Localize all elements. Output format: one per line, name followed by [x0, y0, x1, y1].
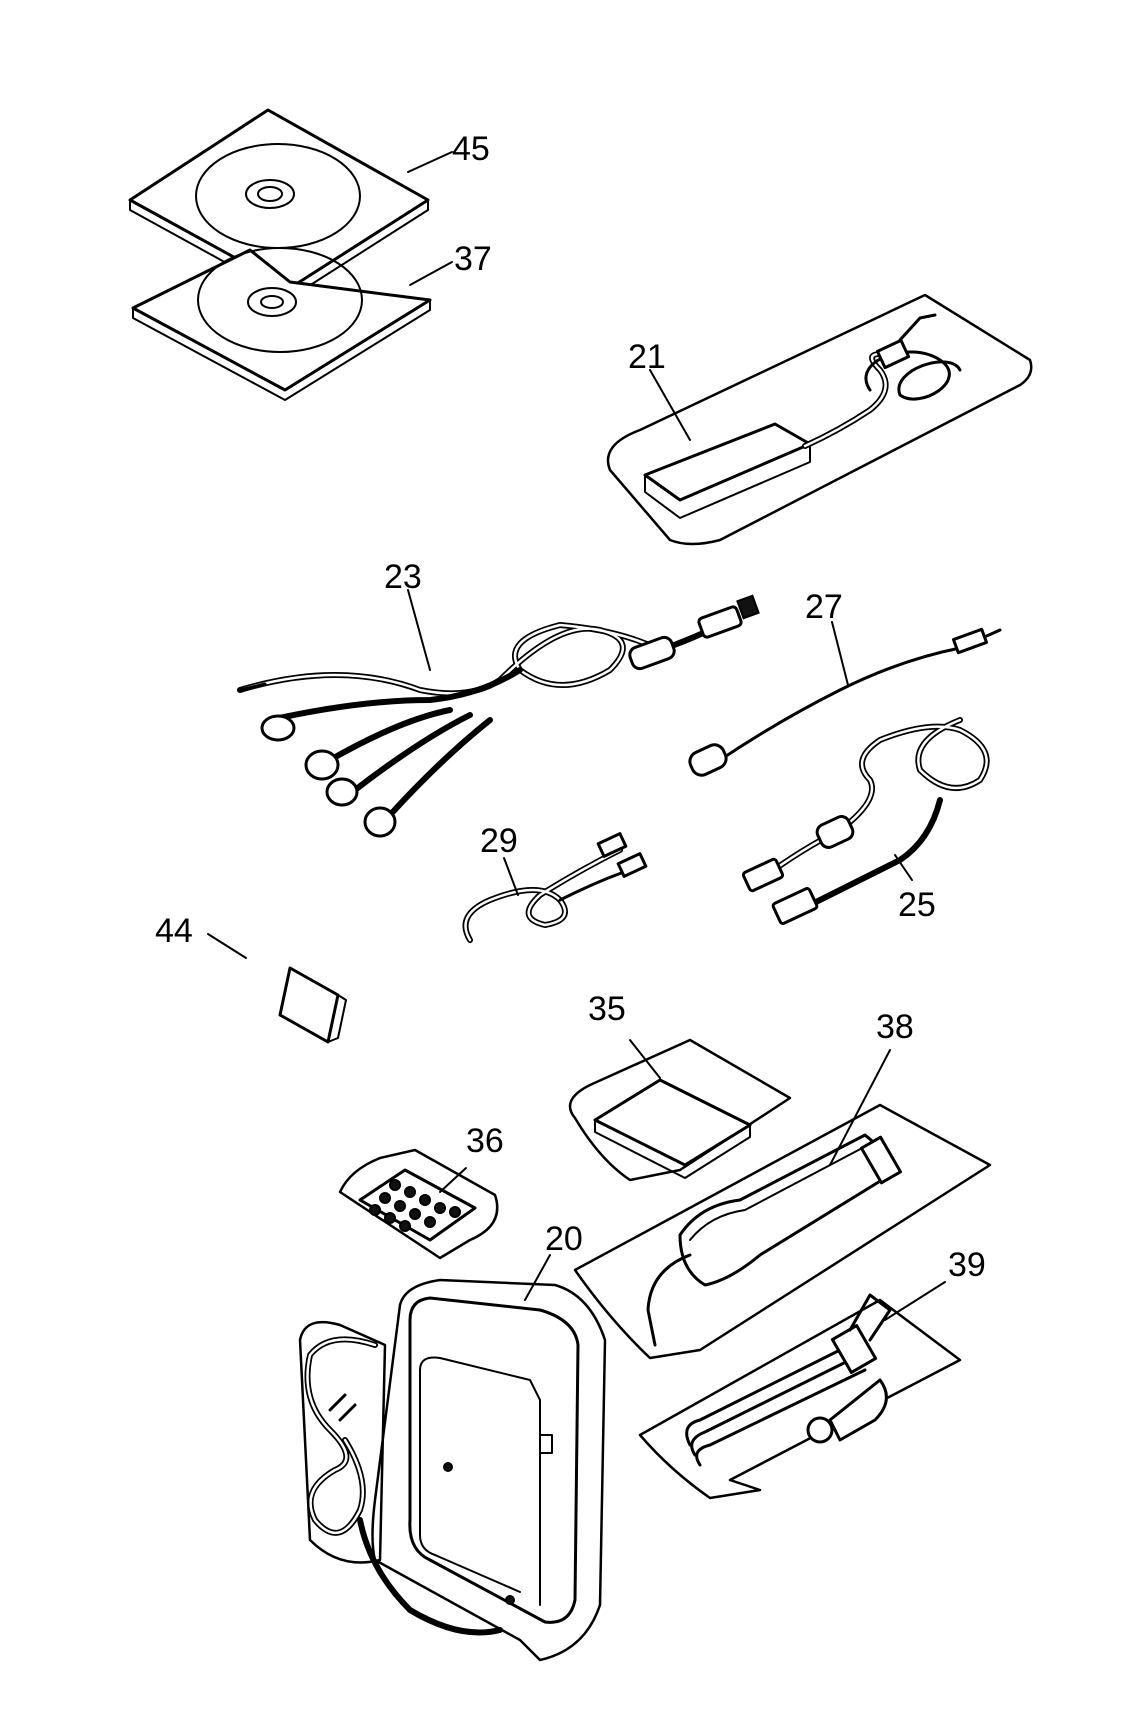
cable-27-illustration: [688, 621, 1002, 777]
label-35: 35: [588, 990, 626, 1028]
label-44: 44: [155, 912, 193, 950]
label-29: 29: [480, 822, 518, 860]
cable-29-illustration: [462, 832, 648, 943]
label-27: 27: [805, 588, 843, 626]
label-21: 21: [628, 338, 666, 376]
cd-rom-45-illustration: [128, 108, 453, 299]
label-37: 37: [454, 240, 492, 278]
remote-control-36-illustration: [338, 1148, 499, 1260]
label-20: 20: [545, 1220, 583, 1258]
strap-38-illustration: [573, 1049, 992, 1360]
memory-card-44-illustration: [207, 933, 347, 1044]
car-adapter-39-illustration: [638, 1281, 962, 1500]
label-25: 25: [898, 886, 936, 924]
label-23: 23: [384, 558, 422, 596]
cd-rom-37-illustration: [131, 247, 453, 401]
remote-buttons: [369, 1179, 461, 1232]
usb-cable-25-illustration: [741, 717, 990, 925]
av-cable-23-illustration: [237, 589, 760, 838]
label-45: 45: [452, 130, 490, 168]
battery-35-illustration: [568, 1038, 792, 1182]
power-adapter-21-illustration: [606, 293, 1033, 546]
label-36: 36: [466, 1122, 504, 1160]
label-38: 38: [876, 1008, 914, 1046]
ac-adapter-20-illustration: [298, 1254, 607, 1662]
label-39: 39: [948, 1246, 986, 1284]
